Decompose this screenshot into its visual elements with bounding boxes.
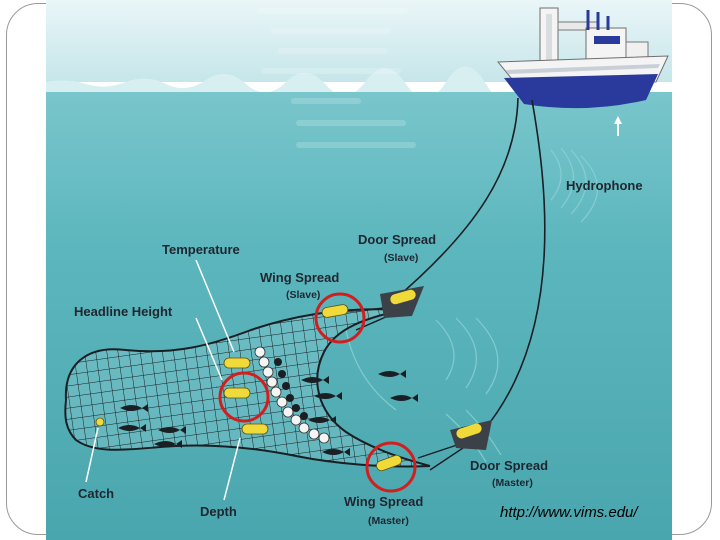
door-master [450, 420, 492, 450]
label-hydrophone: Hydrophone [566, 178, 643, 193]
depth-sensor-lower [241, 423, 269, 435]
hydrophone-icon [614, 116, 622, 136]
headline-floats [274, 358, 308, 420]
fish-school [118, 370, 418, 456]
temperature-sensor [223, 357, 251, 369]
watermark [258, 8, 416, 148]
depth-sensor [223, 387, 251, 399]
wing-spread-master-circle [365, 441, 417, 493]
sensors [95, 304, 402, 472]
source-url: http://www.vims.edu/ [500, 504, 638, 521]
label-wing-spread-master: Wing Spread [344, 494, 423, 509]
label-depth: Depth [200, 504, 237, 519]
label-wing-spread-slave-sub: (Slave) [286, 289, 320, 301]
warp-master [483, 99, 546, 431]
label-door-spread-slave: Door Spread [358, 232, 436, 247]
trawl-diagram: Hydrophone Temperature Door Spread (Slav… [46, 0, 672, 540]
vessel [496, 7, 669, 109]
highlight-circles [218, 292, 417, 493]
wing-spread-slave-sensor [321, 304, 349, 318]
hull [504, 74, 658, 109]
depth-circle [218, 371, 270, 423]
acoustic-waves [345, 147, 599, 463]
wing-spread-slave-circle [314, 292, 366, 344]
warp-slave [393, 97, 519, 301]
label-door-spread-master: Door Spread [470, 458, 548, 473]
label-door-spread-slave-sub: (Slave) [384, 252, 418, 264]
catch-sensor [95, 417, 105, 427]
wing-spread-master-sensor [376, 454, 402, 472]
label-wing-spread-slave: Wing Spread [260, 270, 339, 285]
footrope-floats [254, 346, 330, 444]
warp-cables [393, 97, 546, 431]
label-headline-height: Headline Height [74, 304, 173, 319]
label-door-spread-master-sub: (Master) [492, 477, 533, 489]
door-slave [380, 286, 424, 318]
leader-lines [85, 259, 241, 501]
label-temperature: Temperature [162, 242, 240, 257]
label-catch: Catch [78, 486, 114, 501]
label-wing-spread-master-sub: (Master) [368, 515, 409, 527]
